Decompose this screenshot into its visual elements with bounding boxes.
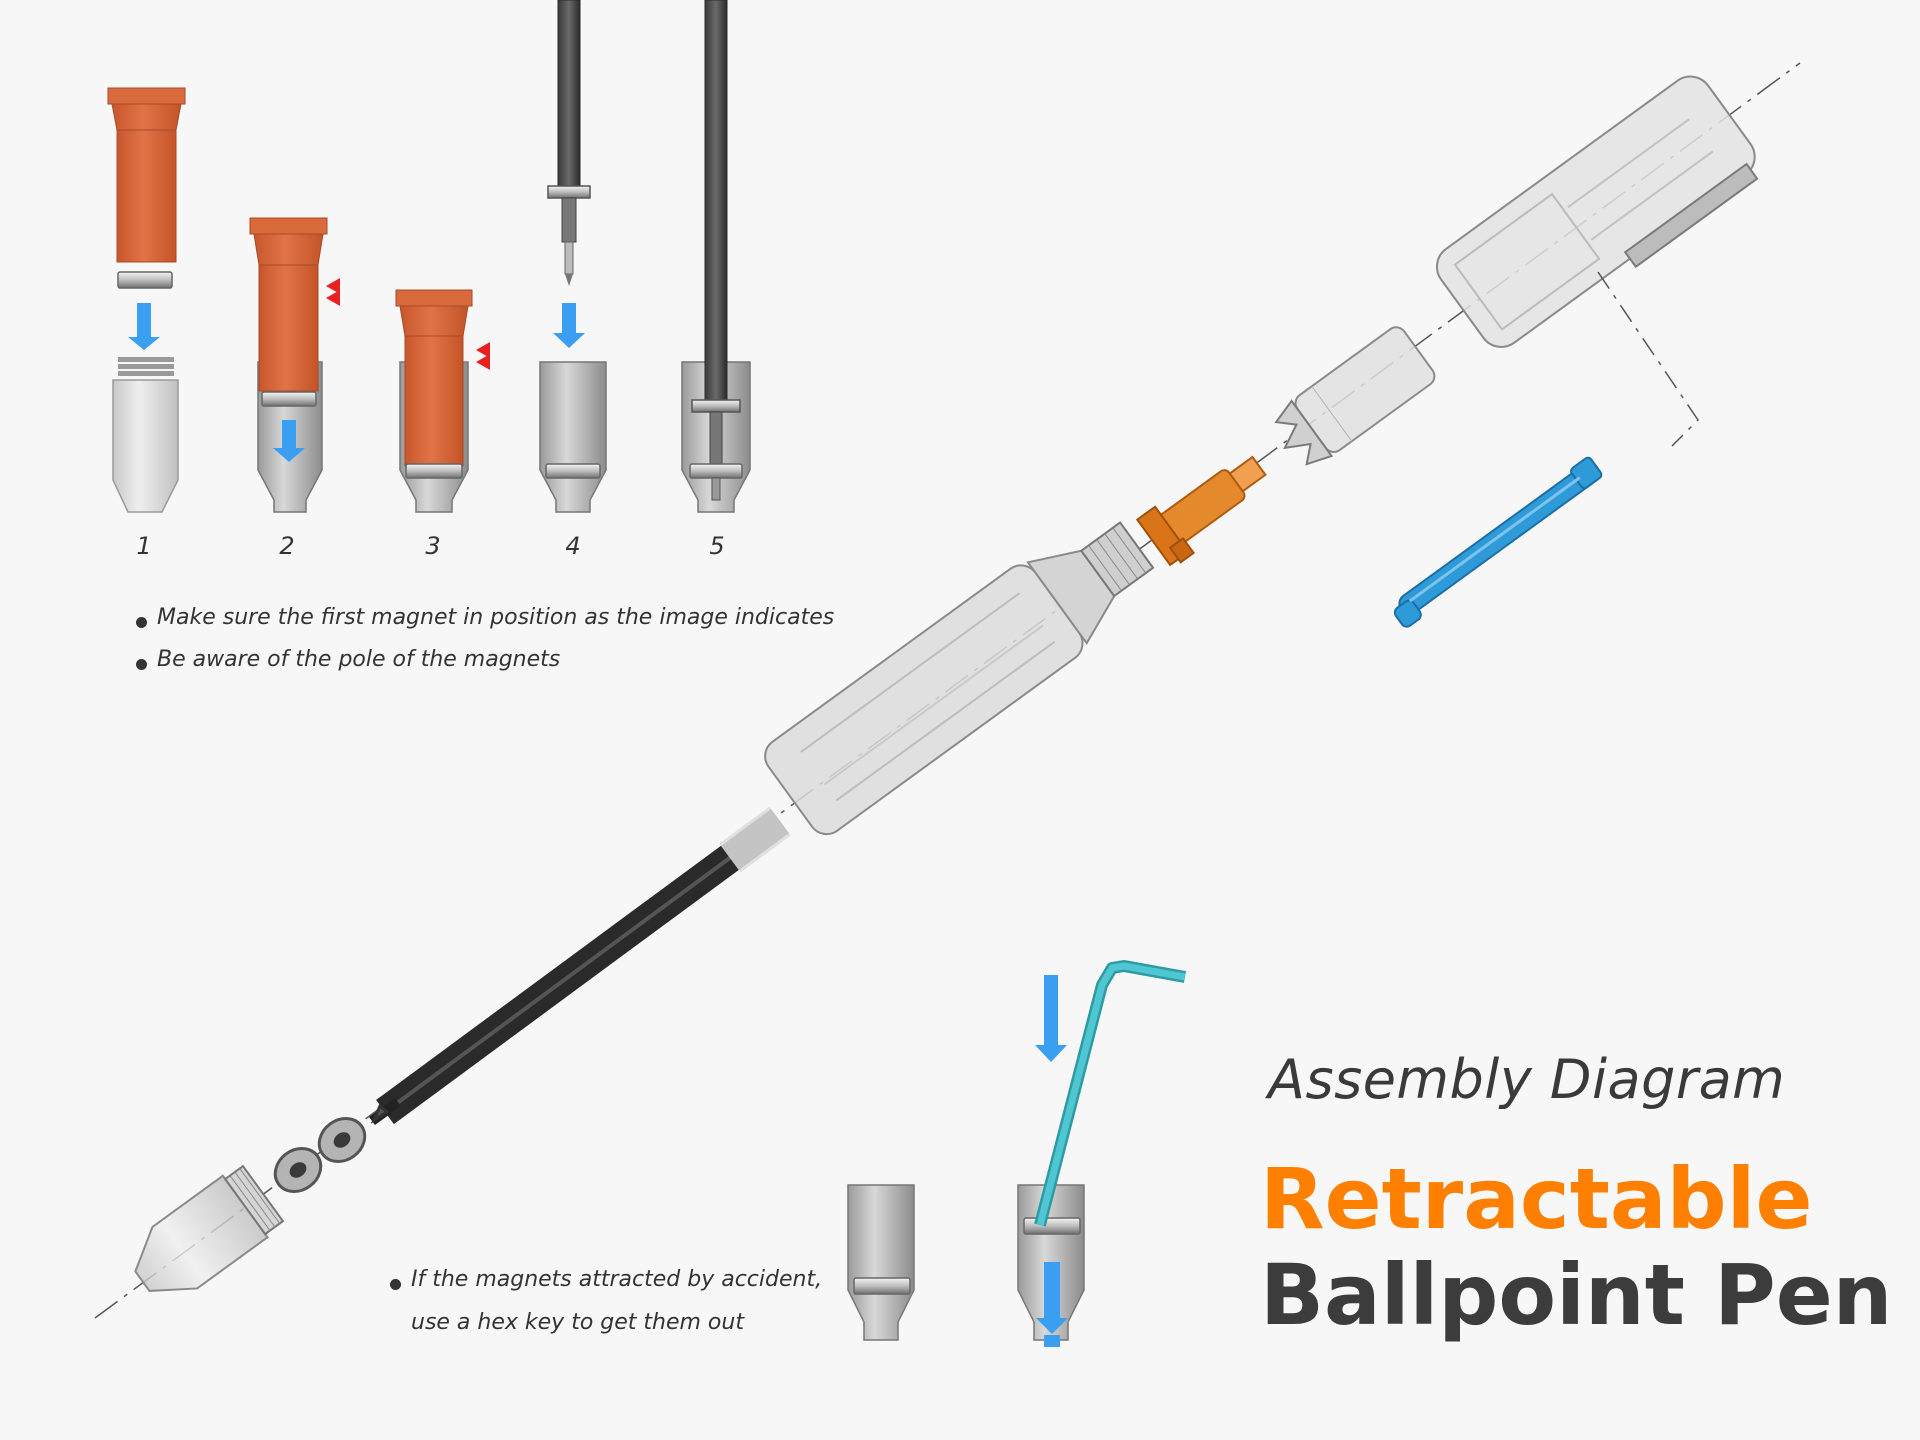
note-hex-key-line1: If the magnets attracted by accident, [411, 1267, 823, 1292]
ink-refill-part [369, 806, 791, 1126]
cam-sleeve-part [1274, 326, 1436, 466]
step-5-figure [681, 0, 751, 513]
step-2-figure [249, 217, 340, 513]
assembly-steps [107, 0, 751, 513]
step-label-4: 4 [565, 532, 581, 560]
title-line-1: Retractable [1260, 1150, 1813, 1248]
hex-key-removal [847, 960, 1187, 1347]
note-hex-key-line2: use a hex key to get them out [411, 1310, 744, 1335]
pocket-clip-part [1393, 456, 1603, 628]
note-magnet-pole: Be aware of the pole of the magnets [157, 647, 561, 672]
diagram-subtitle: Assembly Diagram [1268, 1048, 1786, 1111]
step-label-5: 5 [709, 532, 725, 560]
step-label-1: 1 [136, 532, 152, 560]
step-1-figure [107, 87, 186, 513]
step-4-figure [539, 0, 607, 513]
step-label-3: 3 [425, 532, 441, 560]
step-3-figure [395, 289, 490, 513]
note-magnet-position: Make sure the first magnet in position a… [157, 605, 835, 630]
clicker-part [1135, 455, 1267, 567]
bullet-icon [136, 659, 147, 670]
title-line-2: Ballpoint Pen [1260, 1246, 1893, 1344]
pen-tip-part [134, 1164, 285, 1292]
bullet-icon [390, 1279, 401, 1290]
top-cap-part [1435, 75, 1759, 348]
step-label-2: 2 [279, 532, 295, 560]
bullet-icon [136, 617, 147, 628]
exploded-view [94, 62, 1801, 1319]
pen-barrel-part [764, 521, 1155, 836]
magnet-pair [273, 1117, 367, 1193]
